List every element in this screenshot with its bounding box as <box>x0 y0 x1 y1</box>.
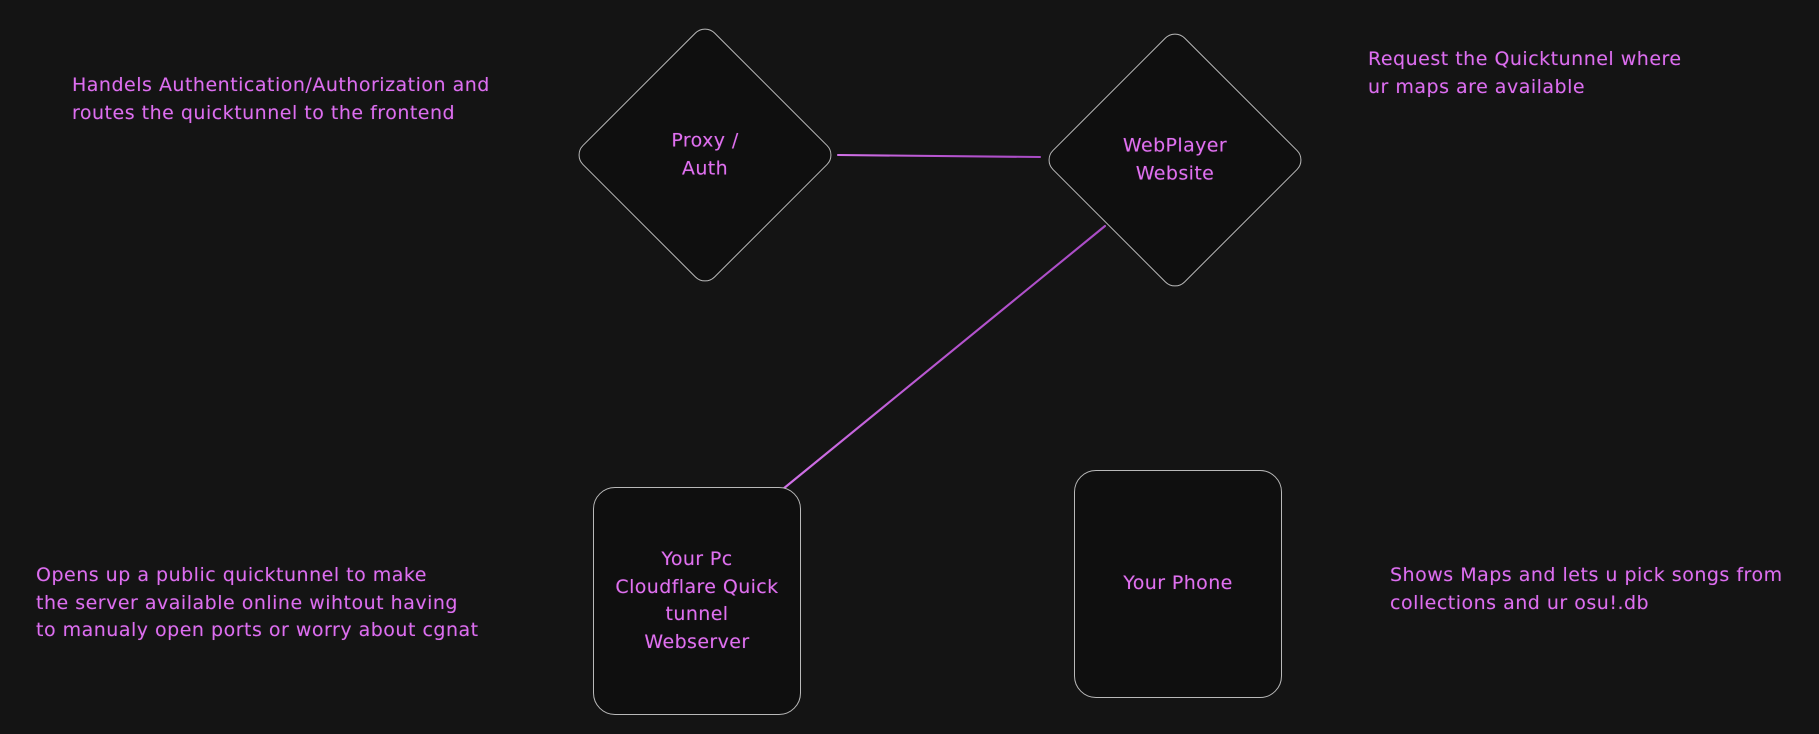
node-label-webplayer-website: WebPlayer Website <box>1122 134 1228 184</box>
node-your-pc[interactable]: Your Pc Cloudflare Quick tunnel Webserve… <box>593 487 801 715</box>
edge-proxy-to-webplayer <box>836 153 1042 159</box>
annotation-webplayer-website: Request the Quicktunnel where ur maps ar… <box>1368 48 1682 98</box>
node-your-phone[interactable]: Your Phone <box>1074 470 1282 698</box>
node-label-your-phone: Your Phone <box>1123 572 1233 595</box>
annotation-your-phone: Shows Maps and lets u pick songs from co… <box>1390 564 1783 614</box>
rect-outline-your-pc <box>593 487 801 715</box>
node-label-your-pc: Your Pc Cloudflare Quick tunnel Webserve… <box>615 547 779 653</box>
edge-webplayer-to-your-pc <box>781 224 1107 491</box>
node-label-proxy-auth: Proxy / Auth <box>671 129 739 179</box>
annotation-your-pc: Opens up a public quicktunnel to make th… <box>36 564 479 642</box>
rect-outline-your-phone <box>1074 470 1282 698</box>
annotation-proxy-auth: Handels Authentication/Authorization and… <box>72 74 490 124</box>
